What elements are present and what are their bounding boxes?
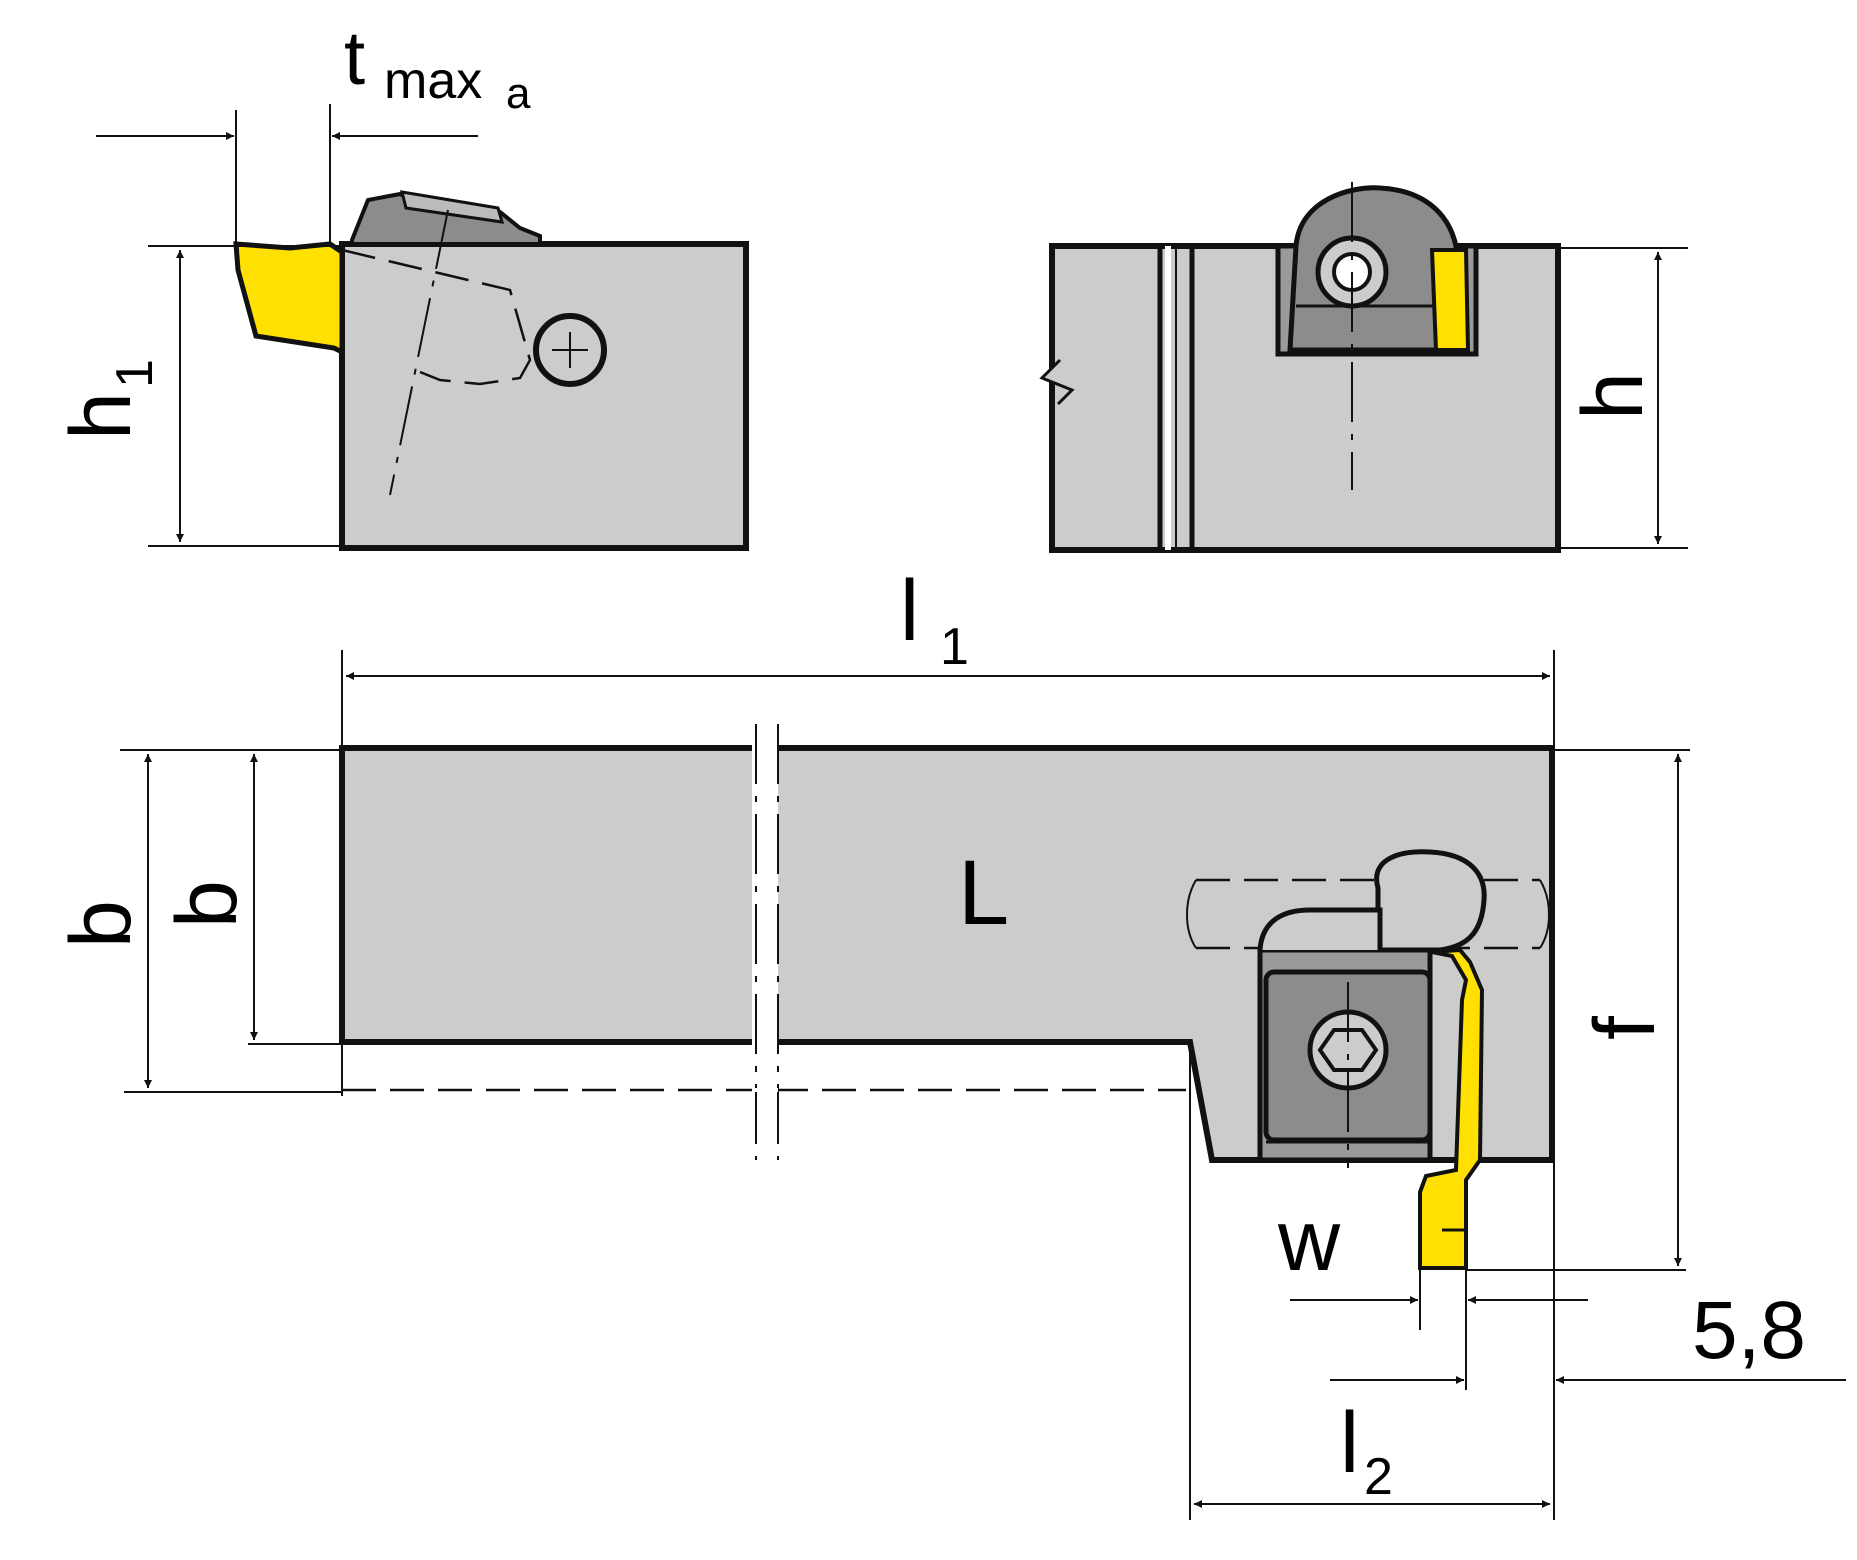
top-view-insert	[1418, 947, 1485, 1270]
label-tmax-sub1: max	[384, 52, 482, 110]
label-tmax: t	[344, 16, 365, 101]
top-view-clamp-head	[1374, 849, 1487, 953]
top-view-hex-socket	[1317, 1028, 1379, 1072]
label-tmax-sub2: a	[506, 69, 531, 118]
side-view-insert	[233, 241, 345, 357]
label-l2-sub: 2	[1364, 1448, 1393, 1506]
label-b-inner: b	[159, 880, 255, 928]
label-f: f	[1577, 1015, 1673, 1040]
side-view-body	[339, 241, 749, 551]
top-view	[120, 650, 1846, 1520]
front-view	[1039, 182, 1688, 553]
label-l1-sub: 1	[940, 618, 969, 676]
front-view-insert	[1429, 248, 1471, 352]
label-h1-sub: 1	[106, 359, 164, 388]
label-L: L	[958, 842, 1009, 944]
label-w: w	[1277, 1193, 1341, 1289]
label-h1: h	[53, 392, 149, 440]
label-5-8: 5,8	[1692, 1285, 1806, 1376]
side-view	[96, 104, 749, 551]
label-h: h	[1565, 372, 1661, 420]
label-l1: l	[900, 563, 919, 659]
label-l2: l	[1340, 1395, 1359, 1491]
label-b-outer: b	[53, 900, 149, 948]
